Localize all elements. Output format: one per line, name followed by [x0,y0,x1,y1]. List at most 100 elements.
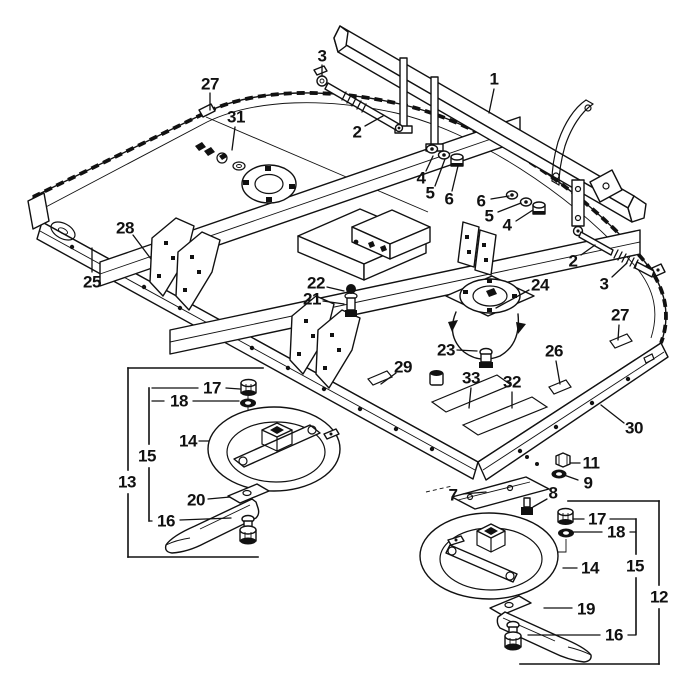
callout-label-28: 28 [116,219,134,238]
leader-line [225,387,241,390]
blade-pan-14 [207,406,341,492]
side-skirt [477,342,669,481]
leader-line [490,195,510,200]
tongue-bar [333,25,647,223]
callout-label-27: 27 [201,75,219,94]
gearbox-mount-platform [297,208,431,281]
spindle-washer-18r [558,528,574,538]
blade-holder-19 [489,595,532,616]
blade-bolt-16r [504,620,522,651]
nut-11 [555,452,571,468]
leader-line [580,244,596,256]
corner-plate [425,476,550,515]
callout-label-16: 16 [605,626,623,645]
shield-plates [430,374,549,436]
spindle-nut-17r [557,507,574,525]
callout-label-5: 5 [485,207,494,226]
leader-line [611,262,628,278]
callout-label-3: 3 [600,275,609,294]
callout-label-6: 6 [477,192,486,211]
gearbox [445,275,535,368]
callout-label-22: 22 [307,274,325,293]
washer-set-front [425,144,464,167]
callout-label-24: 24 [531,276,550,295]
callout-label-26: 26 [545,342,563,361]
callout-label-21: 21 [303,290,321,309]
callout-label-30: 30 [625,419,643,438]
callout-label-4: 4 [503,216,513,235]
blade-left [164,498,260,554]
corner-bolt-8 [521,497,533,515]
leader-line [555,360,561,385]
callout-label-6: 6 [445,190,454,209]
leader-line [425,155,434,172]
callout-label-14: 14 [581,559,600,578]
callout-label-3: 3 [318,47,327,66]
callout-label-8: 8 [549,484,558,503]
callout-label-29: 29 [394,358,412,377]
leader-line [532,498,548,508]
leader-line [231,126,236,151]
leader-line [132,234,152,260]
callout-label-18: 18 [607,523,625,542]
leader-line [515,209,534,222]
callout-label-9: 9 [584,474,593,493]
leader-line [207,496,231,500]
leader-line [326,286,345,292]
callout-label-32: 32 [503,373,521,392]
leader-line [322,300,345,305]
callout-label-20: 20 [187,491,205,510]
spindle-nut-17 [240,378,257,396]
leveling-rod-right [578,231,666,278]
leveling-rod-left [313,65,404,133]
leader-line [600,404,625,424]
blade-assembly-left [164,378,341,554]
gearbox-bolt-23 [479,347,493,368]
leader-line [495,289,530,309]
callout-label-12: 12 [650,588,668,607]
blade-assembly-right [419,507,592,663]
callout-label-25: 25 [83,273,101,292]
leader-line [488,88,495,114]
callout-label-14: 14 [179,432,198,451]
thread-hatch [341,91,367,113]
bolt-circle-plate [241,164,297,204]
blade-pan-14r [419,512,559,600]
callout-label-19: 19 [577,600,595,619]
leader-line [563,474,579,481]
leader-line [451,165,459,192]
callout-label-33: 33 [462,369,480,388]
skirt-hardware [525,452,571,479]
a-frame-bracket-center [289,295,361,389]
callout-label-23: 23 [437,341,455,360]
bushing [429,370,444,386]
callout-label-31: 31 [227,108,245,127]
blade-bolt-16 [239,514,257,545]
leader-line [434,158,446,187]
washer-set-rear [505,190,546,215]
leader-line [617,324,620,341]
spindle-washer-18 [240,398,256,408]
callout-label-7: 7 [449,486,458,505]
callout-label-16: 16 [157,512,175,531]
callout-label-17: 17 [588,510,606,529]
leader-line [179,517,232,521]
blade-holder-20 [227,483,270,504]
callout-label-13: 13 [118,473,136,492]
a-frame-bracket-left [149,217,221,311]
callout-label-5: 5 [426,184,435,203]
rear-hanger-straps [551,99,623,237]
callout-label-15: 15 [626,557,644,576]
leader-line [364,115,384,127]
leader-line [380,372,397,385]
callout-label-17: 17 [203,379,221,398]
leader-line [468,387,472,409]
mount-hardware-cluster [195,142,246,171]
callout-label-4: 4 [417,169,427,188]
callout-label-2: 2 [569,252,578,271]
leader-line [462,491,487,495]
callout-label-18: 18 [170,392,188,411]
